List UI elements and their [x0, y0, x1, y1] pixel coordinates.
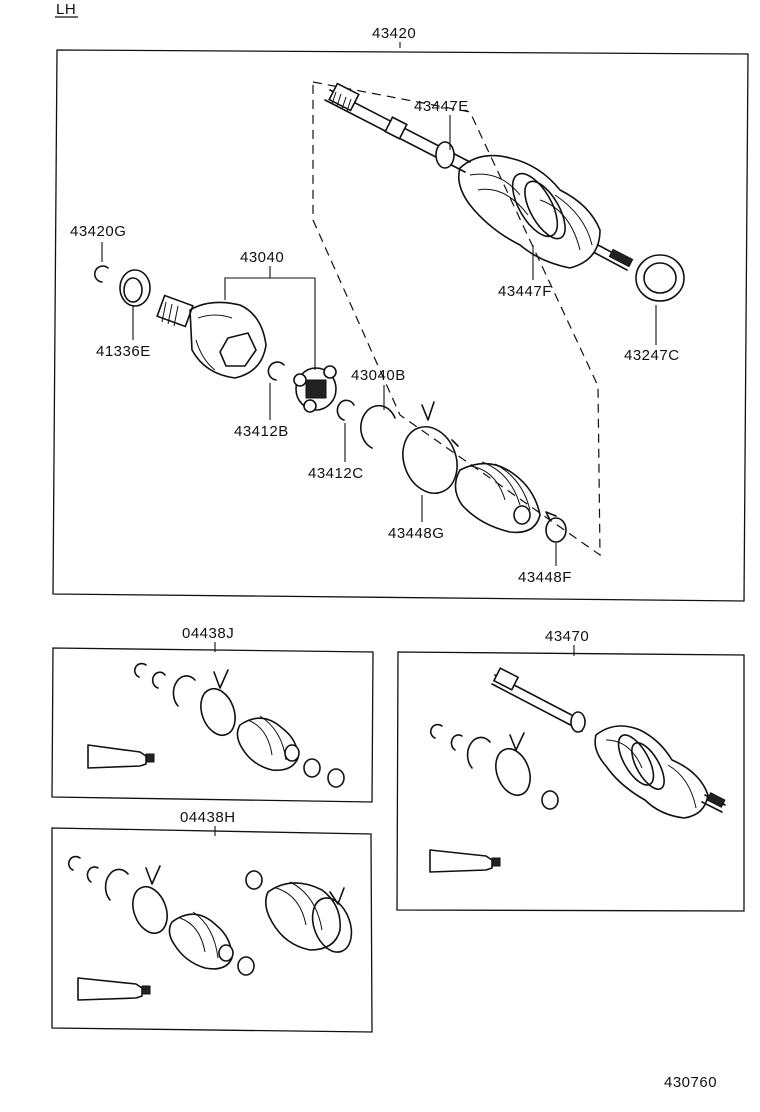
kit-h-grease-tube [77, 977, 143, 1001]
kit-j-boot [236, 717, 299, 772]
kit-s-boot [594, 725, 709, 819]
kit-s-boot-fold-2 [667, 764, 697, 809]
kit-s-snapring [429, 723, 443, 739]
label-43420: 43420 [372, 25, 416, 42]
kit-s-collar [570, 711, 586, 733]
kit-j-snapring [133, 662, 147, 678]
part-43448F [545, 511, 567, 543]
kit-h-boot-fold-2 [192, 911, 219, 959]
part-inner-boot [454, 461, 541, 534]
kit-04438H-frame [51, 827, 373, 1033]
kit-43470-frame [396, 651, 745, 912]
kit-j-circlip [172, 675, 196, 707]
kit-h-ring-small [86, 866, 99, 883]
part-43040B [360, 404, 396, 449]
label-04438H: 04438H [180, 809, 236, 826]
kit-h-clamp-large [132, 885, 168, 935]
diagram-number: 430760 [664, 1074, 717, 1091]
kit-s-clamp [495, 747, 531, 797]
kit-s-clamp-large-2 [631, 742, 665, 790]
part-41336E [119, 269, 151, 307]
kit-04438J-group: 04438J [51, 625, 374, 803]
main-assembly-frame [52, 49, 749, 602]
kit-h-clamp-small-2 [245, 870, 263, 890]
kit-h-outer-clamp-tab [329, 887, 345, 905]
kit-s-spline [492, 667, 520, 691]
part-43448G [402, 401, 459, 494]
kit-s-grease-cap [491, 857, 501, 867]
kit-h-outer-boot-fold-1 [275, 887, 307, 926]
kit-s-stub-thread [706, 792, 726, 808]
label-43040B: 43040B [351, 367, 406, 384]
kit-h-circlip [104, 868, 129, 901]
label-41336E: 41336E [96, 343, 151, 360]
main-assembly-group: 43420 43447E 43447F [52, 25, 749, 602]
kit-s-stub-line-2 [701, 801, 723, 813]
kit-j-grease-cap [145, 753, 155, 763]
kit-h-boot [168, 913, 233, 970]
kit-s-ring-small [450, 734, 463, 751]
label-43412B: 43412B [234, 423, 289, 440]
label-43447F: 43447F [498, 283, 552, 300]
kit-h-snapring [67, 855, 81, 871]
kit-43470-group: 43470 [396, 628, 745, 912]
label-43448G: 43448G [388, 525, 444, 542]
part-43412C [336, 399, 355, 421]
kit-j-clamp-tab [213, 669, 229, 689]
kit-h-outer-boot-fold-2 [289, 881, 323, 931]
label-43040: 43040 [240, 249, 284, 266]
kit-h-clamp-tab [145, 865, 161, 885]
part-43247C [635, 254, 685, 302]
dashed-region [312, 81, 601, 557]
kit-h-boot-fold-1 [179, 917, 206, 953]
kit-h-outer-boot [264, 882, 341, 951]
part-43412B [267, 361, 285, 381]
kit-j-grease-tube [87, 744, 147, 769]
kit-h-grease-cap [141, 985, 151, 995]
label-43420G: 43420G [70, 223, 126, 240]
part-43040-joint [156, 294, 267, 379]
part-43420G [93, 265, 109, 283]
kit-s-clamp-small [541, 790, 559, 810]
kit-h-boot-neck [218, 944, 234, 962]
label-04438J: 04438J [182, 625, 234, 642]
side-label: LH [56, 1, 76, 18]
kit-j-clamp-small-1 [303, 758, 321, 778]
kit-04438H-group: 04438H [51, 809, 373, 1033]
kit-s-boot-fold-1 [605, 739, 643, 769]
kit-s-clamp-large-1 [617, 734, 655, 786]
kit-j-ring-small [151, 671, 166, 689]
kit-s-circlip [466, 736, 491, 769]
kit-j-boot-fold-2 [259, 715, 287, 761]
kit-j-clamp-small-2 [327, 768, 345, 788]
kit-j-boot-neck [284, 744, 300, 762]
label-43247C: 43247C [624, 347, 680, 364]
kit-j-boot-fold-1 [247, 719, 273, 756]
label-43448F: 43448F [518, 569, 572, 586]
label-43447E: 43447E [414, 98, 469, 115]
kit-s-grease-tube [429, 849, 493, 873]
part-43040-tripod [293, 365, 337, 413]
kit-04438J-frame [51, 647, 374, 803]
label-43412C: 43412C [308, 465, 364, 482]
kit-h-outer-clamp [311, 897, 353, 953]
kit-s-clamp-tab [509, 732, 525, 751]
kit-s-shaft-line-2 [491, 683, 583, 732]
kit-j-clamp-large [200, 687, 236, 737]
drive-shaft-upper [324, 82, 634, 271]
kit-h-clamp-small-1 [237, 956, 255, 976]
label-43470: 43470 [545, 628, 589, 645]
